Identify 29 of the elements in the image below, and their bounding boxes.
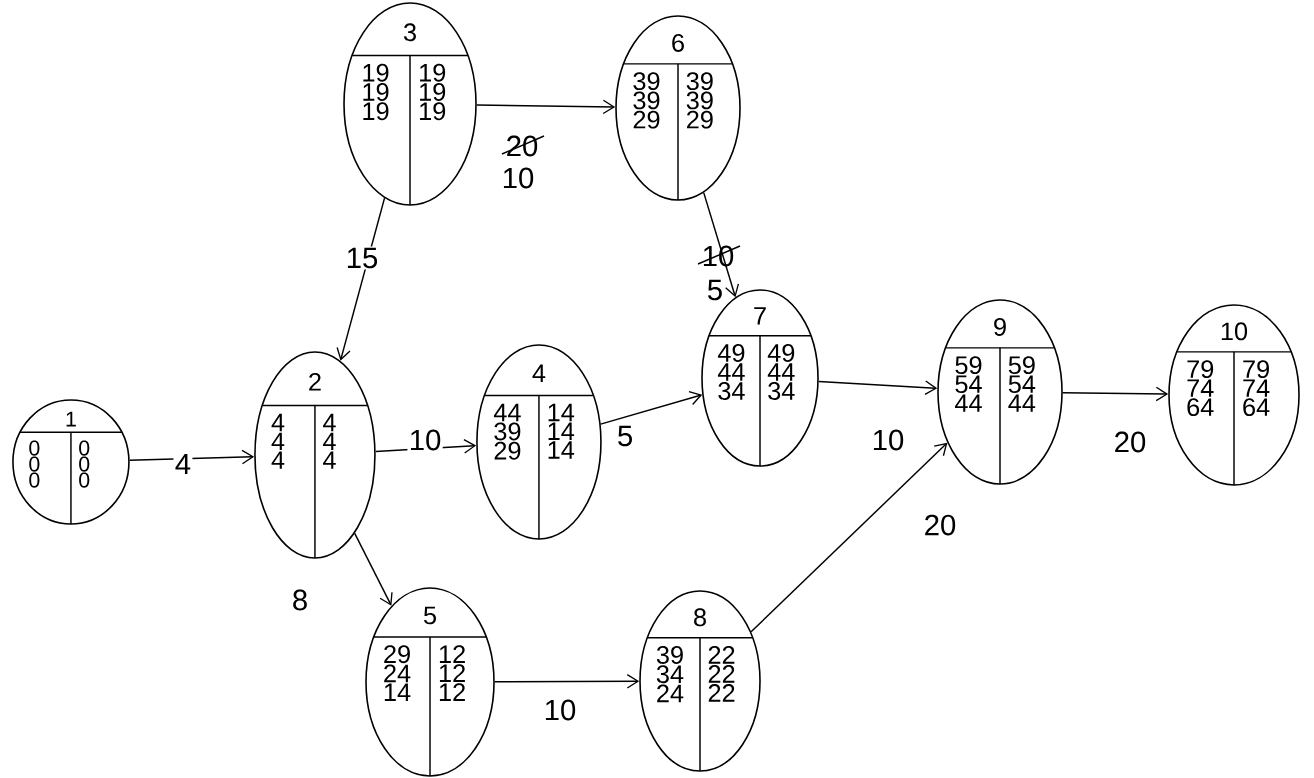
arrow — [1062, 386, 1169, 402]
event-node: 10 79 74 64 79 74 64 — [1168, 304, 1300, 486]
edge-label: 20 — [1112, 430, 1148, 454]
event-node: 6 39 39 29 39 39 29 — [615, 15, 741, 201]
event-node: 4 44 39 29 14 14 14 — [476, 344, 602, 540]
event-node: 9 59 54 44 59 54 44 — [937, 299, 1063, 485]
edge-label: 8 — [290, 588, 310, 612]
edge-label: 20 — [922, 513, 958, 537]
edge-label: 10 — [542, 698, 578, 722]
event-node: 1 0 0 0 0 0 0 — [12, 399, 130, 525]
edge-label: 5 — [615, 424, 635, 448]
arrow — [703, 191, 740, 298]
arrow — [354, 532, 393, 606]
edge-label: 10 — [870, 428, 906, 452]
edge-label: 15 — [344, 246, 380, 270]
event-node: 2 4 4 4 4 4 4 — [254, 351, 376, 559]
event-node: 5 29 24 14 12 12 12 — [365, 587, 495, 777]
arrow — [336, 197, 386, 361]
edge-label: 10 — [500, 166, 536, 190]
event-node: 3 19 19 19 19 19 19 — [343, 2, 477, 206]
arrow — [750, 442, 948, 633]
edge-label: 10 — [407, 428, 443, 452]
arrow — [494, 674, 640, 689]
arrow — [599, 390, 703, 425]
event-node: 8 39 34 24 22 22 22 — [639, 590, 761, 772]
arrow — [818, 380, 938, 395]
arrow — [476, 99, 616, 115]
edge-label: 4 — [173, 452, 193, 476]
arrow — [129, 449, 255, 465]
